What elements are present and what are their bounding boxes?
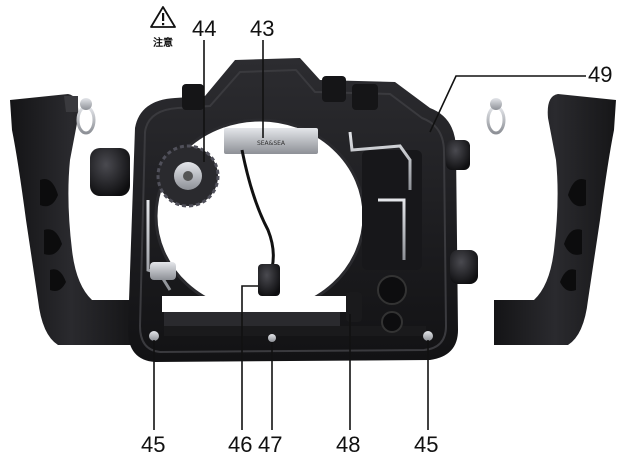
- plate-text: SEA&SEA: [257, 140, 286, 147]
- callout-47: 47: [258, 432, 283, 457]
- leader-46: [241, 285, 258, 430]
- caution-symbol: 注意: [148, 6, 178, 52]
- callout-45-right: 45: [414, 432, 439, 457]
- left-lanyard-ring: [76, 98, 96, 135]
- shutter-lever: [346, 292, 362, 322]
- leader-49: [429, 75, 586, 133]
- left-grip: [10, 94, 132, 345]
- right-lanyard-ring: [486, 98, 506, 135]
- screw-right: [423, 331, 433, 341]
- cable-connector: [240, 149, 280, 296]
- callout-43: 43: [250, 16, 275, 41]
- caution-text: 注意: [153, 38, 173, 49]
- callout-46: 46: [228, 432, 253, 457]
- callout-44: 44: [192, 16, 217, 41]
- callout-45-left: 45: [141, 432, 166, 457]
- screw-left: [149, 331, 159, 341]
- control-rods: [146, 131, 412, 291]
- center-plate: SEA&SEA: [224, 128, 318, 154]
- warning-triangle-icon: [150, 6, 176, 28]
- callout-49: 49: [588, 62, 613, 87]
- zoom-gear: [156, 144, 220, 208]
- leader-lines: [153, 40, 586, 430]
- screws: [149, 331, 433, 342]
- tripod-mount: [268, 334, 276, 342]
- callout-48: 48: [336, 432, 361, 457]
- right-grip: [494, 94, 616, 345]
